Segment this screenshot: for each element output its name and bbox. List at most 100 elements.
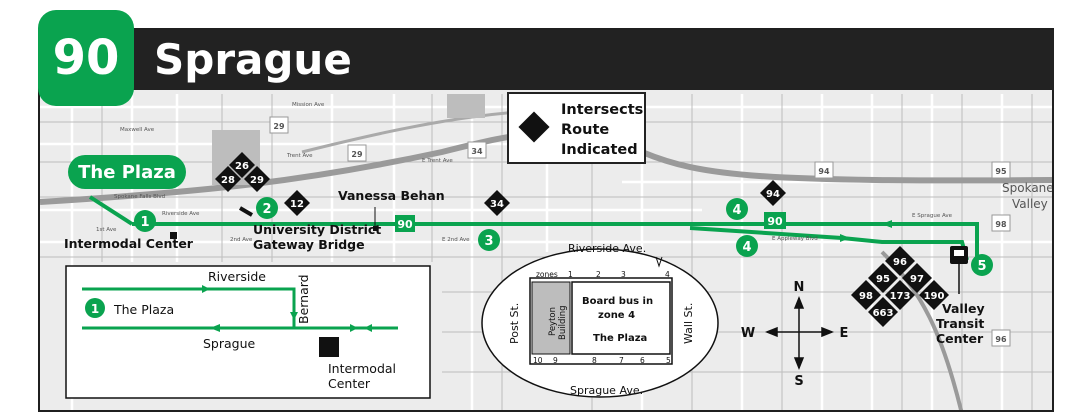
intermodal-marker: [170, 232, 177, 239]
legend-text: Intersects Route Indicated: [561, 100, 643, 160]
route-line-appleway: [689, 226, 969, 261]
legend-line-3: Indicated: [561, 142, 638, 158]
route-shield-90-east-label: 90: [767, 215, 783, 228]
compass: [764, 295, 835, 371]
route-name: Sprague: [154, 35, 352, 84]
hwy-shield-98: 98: [995, 220, 1007, 229]
intersect-663: 663: [873, 308, 894, 319]
legend-line-2: Route: [561, 122, 610, 138]
route-line-main: [132, 222, 979, 260]
intersect-diamond-icon: [518, 111, 550, 143]
street-label-first: 1st Ave: [96, 227, 117, 233]
plaza-bottom-street: Sprague Ave.: [570, 384, 643, 397]
svg-text:4: 4: [665, 270, 670, 279]
street-label-sprague: E Sprague Ave: [912, 213, 953, 219]
hwy-shield-95: 95: [995, 167, 1007, 176]
compass-n: N: [794, 280, 805, 295]
stop-4-westbound: [726, 198, 748, 220]
direction-arrow-east: [840, 234, 850, 242]
industrial-block: [447, 94, 485, 118]
stop-3: [478, 229, 500, 251]
route-number-badge: 90: [38, 10, 134, 106]
inset-plaza-building-label: The Plaza: [593, 333, 647, 344]
stop-2: [256, 197, 278, 219]
inset-bernard-label: Bernard: [296, 274, 311, 324]
legend-line-1: Intersects: [561, 102, 644, 118]
inset-plaza-label: The Plaza: [113, 302, 174, 317]
board-bus-label-1: Board bus in: [582, 296, 653, 307]
zone-4-arrow: [655, 256, 663, 268]
intersect-96: 96: [893, 257, 907, 268]
intersect-97: 97: [910, 274, 924, 285]
street-label-riverside: Riverside Ave: [162, 211, 200, 217]
stop-4-eastbound: [736, 235, 758, 257]
peyton-label-1: Peyton: [548, 307, 558, 336]
vanessa-marker: [373, 226, 378, 231]
zone-numbers: 1 2 3 4 5 10 9 8 7 6: [533, 270, 671, 365]
zones-label: zones: [536, 270, 558, 279]
intersect-28: 28: [221, 175, 235, 186]
valley-transit-label-3: Center: [936, 331, 984, 346]
street-label-trent: Trent Ave: [286, 153, 313, 159]
header-bar: [38, 30, 1054, 90]
stop-5: [971, 254, 993, 276]
intermodal-label: Intermodal Center: [64, 236, 194, 251]
plaza-top-street: Riverside Ave.: [568, 242, 646, 255]
vanessa-label: Vanessa Behan: [338, 188, 445, 203]
street-label-appleway: E Appleway Blvd: [772, 236, 818, 242]
route-line-plaza: [88, 195, 134, 226]
svg-text:1: 1: [568, 270, 573, 279]
valley-transit-label-2: Transit: [936, 316, 984, 331]
downtown-inset: [65, 265, 431, 399]
stop-4b-label: 4: [742, 240, 751, 255]
hwy-shield-34: 34: [471, 147, 483, 156]
intersect-173: 173: [890, 291, 911, 302]
intersect-12: 12: [290, 199, 304, 210]
intersect-34: 34: [490, 199, 504, 210]
university-label-1: University District: [253, 222, 381, 237]
direction-arrow-west: [882, 220, 892, 228]
svg-text:9: 9: [553, 356, 558, 365]
street-label-trent2: E Trent Ave: [422, 158, 453, 164]
hwy-shield-29: 29: [351, 150, 363, 159]
svg-text:8: 8: [592, 356, 597, 365]
board-bus-label-2: zone 4: [598, 310, 635, 321]
stop-2-label: 2: [262, 202, 271, 217]
svg-text:2: 2: [596, 270, 601, 279]
inset-stop-1-label: 1: [91, 302, 99, 316]
intersect-95: 95: [876, 274, 890, 285]
plaza-left-street: Post St.: [508, 303, 521, 344]
highway-shields: 29 29 34 94 95 98 96: [269, 116, 1011, 347]
plaza-right-street: Wall St.: [682, 303, 695, 344]
university-label-2: Gateway Bridge: [253, 237, 365, 252]
stop-4a-label: 4: [732, 203, 741, 218]
svg-text:3: 3: [621, 270, 626, 279]
street-label-e-second: E 2nd Ave: [442, 237, 470, 243]
place-labels: Intermodal Center University District Ga…: [64, 188, 985, 346]
svg-text:10: 10: [533, 356, 543, 365]
intersect-94: 94: [766, 189, 780, 200]
valley-transit-label-1: Valley: [942, 301, 985, 316]
spokane-valley-label-1: Spokane: [1002, 181, 1054, 195]
inset-riverside-label: Riverside: [208, 269, 266, 284]
plaza-building: [571, 281, 671, 355]
svg-text:7: 7: [619, 356, 624, 365]
street-label-maxwell: Maxwell Ave: [120, 127, 155, 133]
hwy-shield-94: 94: [818, 167, 830, 176]
compass-w: W: [741, 326, 755, 341]
svg-text:6: 6: [640, 356, 645, 365]
compass-s: S: [794, 374, 803, 389]
svg-text:5: 5: [666, 356, 671, 365]
inset-intermodal-label-1: Intermodal: [328, 361, 396, 376]
stop-1-label: 1: [140, 215, 149, 230]
route-shield-90-west-label: 90: [397, 218, 413, 231]
spokane-valley-label-2: Valley: [1012, 197, 1048, 211]
route-shield-90-east: [764, 212, 786, 229]
plaza-pill-label: The Plaza: [68, 155, 186, 189]
street-label-mission: Mission Ave: [292, 102, 325, 108]
intersect-29: 29: [250, 175, 264, 186]
street-label-second: 2nd Ave: [230, 237, 253, 243]
hwy-shield-29b: 29: [273, 122, 285, 131]
stop-3-label: 3: [484, 234, 493, 249]
stops: 1 2 3 4 4 5: [134, 197, 993, 276]
